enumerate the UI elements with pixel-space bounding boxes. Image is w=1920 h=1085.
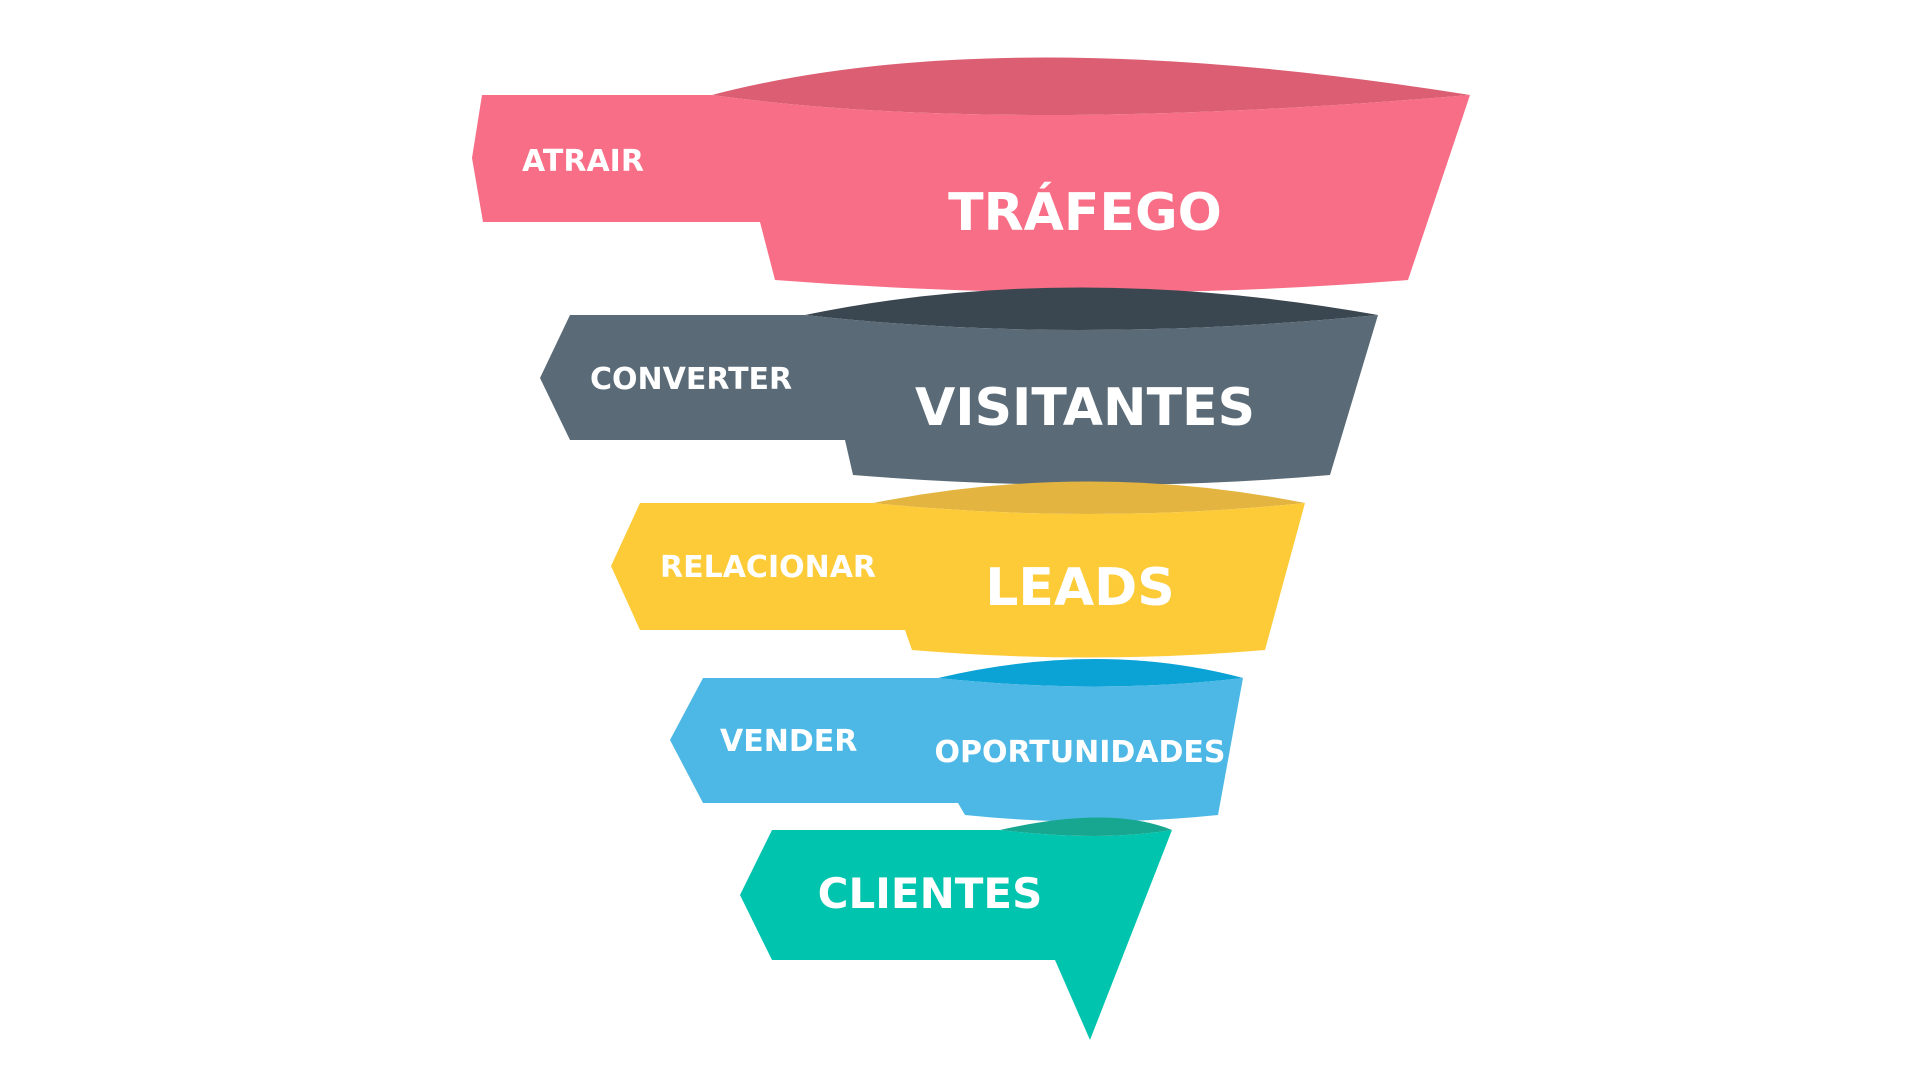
funnel-stage-clientes: CLIENTES: [740, 817, 1172, 1040]
stage-2-top-ellipse: [805, 287, 1378, 330]
stage-2-title: VISITANTES: [915, 378, 1255, 438]
stage-2-action-label: CONVERTER: [590, 362, 792, 397]
stage-1-action-label: ATRAIR: [522, 144, 644, 179]
stage-4-title: OPORTUNIDADES: [935, 735, 1226, 770]
stage-3-title: LEADS: [985, 558, 1175, 618]
stage-4-top-ellipse: [938, 659, 1243, 687]
stage-3-top-ellipse: [873, 481, 1305, 514]
funnel-stage-visitantes: CONVERTER VISITANTES: [540, 287, 1378, 485]
stage-5-top-ellipse: [1000, 817, 1172, 836]
funnel-stage-oportunidades: VENDER OPORTUNIDADES: [670, 659, 1243, 822]
funnel-stage-trafego: ATRAIR TRÁFEGO: [472, 57, 1470, 293]
stage-1-title: TRÁFEGO: [948, 182, 1222, 243]
stage-5-body: [740, 830, 1172, 1040]
stage-4-body: [670, 678, 1243, 822]
stage-1-body: [472, 95, 1470, 293]
stage-3-body: [611, 503, 1305, 658]
stage-2-body: [540, 315, 1378, 485]
stage-3-action-label: RELACIONAR: [660, 550, 876, 585]
funnel-stage-leads: RELACIONAR LEADS: [611, 481, 1305, 658]
stage-4-action-label: VENDER: [720, 724, 857, 759]
stage-5-title: CLIENTES: [818, 869, 1043, 918]
stage-1-top-ellipse: [712, 57, 1470, 115]
